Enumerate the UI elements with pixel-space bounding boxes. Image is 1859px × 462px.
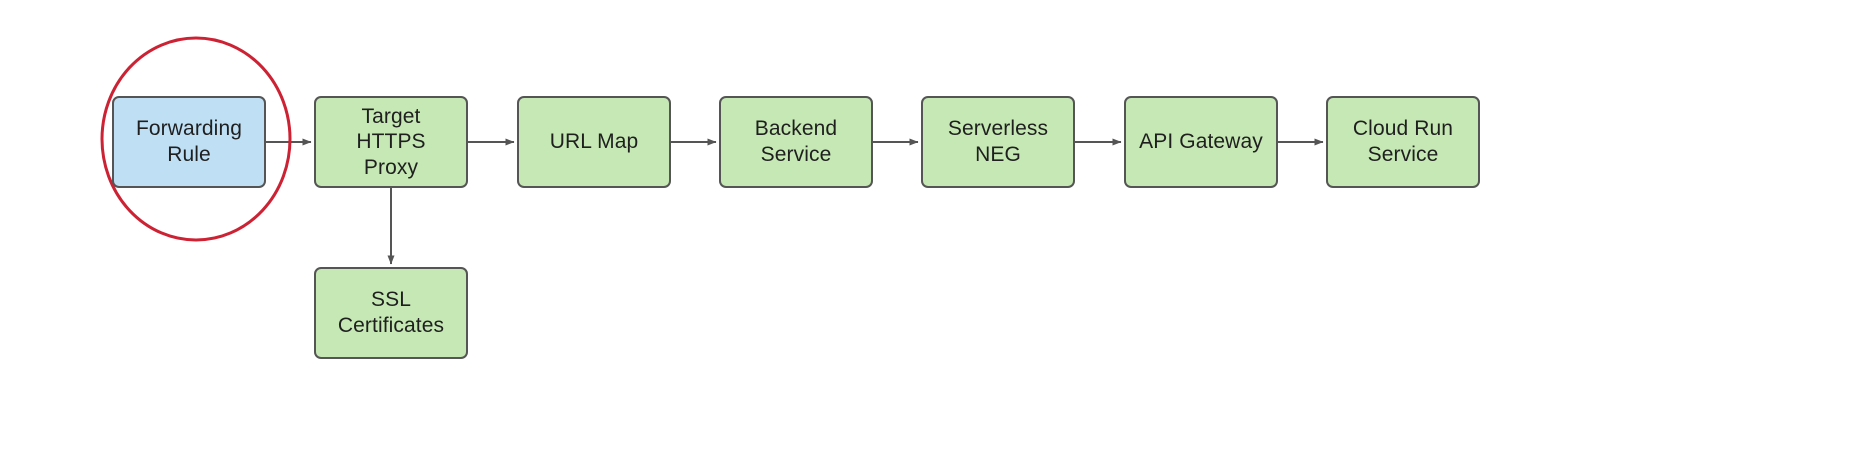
node-label-cloud-run-service: Cloud Run Service (1352, 117, 1454, 166)
node-label-url-map: URL Map (549, 130, 639, 154)
node-target-https-proxy[interactable]: Target HTTPS Proxy (314, 96, 468, 188)
node-label-ssl-certificates: SSL Certificates (337, 288, 445, 337)
node-ssl-certificates[interactable]: SSL Certificates (314, 267, 468, 359)
node-label-forwarding-rule: Forwarding Rule (135, 117, 243, 166)
node-forwarding-rule[interactable]: Forwarding Rule (112, 96, 266, 188)
node-label-backend-service: Backend Service (754, 117, 838, 166)
node-url-map[interactable]: URL Map (517, 96, 671, 188)
node-label-serverless-neg: Serverless NEG (947, 117, 1049, 166)
node-label-api-gateway: API Gateway (1139, 130, 1263, 154)
node-serverless-neg[interactable]: Serverless NEG (921, 96, 1075, 188)
node-api-gateway[interactable]: API Gateway (1124, 96, 1278, 188)
node-label-target-https-proxy: Target HTTPS Proxy (356, 104, 426, 179)
node-cloud-run-service[interactable]: Cloud Run Service (1326, 96, 1480, 188)
node-backend-service[interactable]: Backend Service (719, 96, 873, 188)
